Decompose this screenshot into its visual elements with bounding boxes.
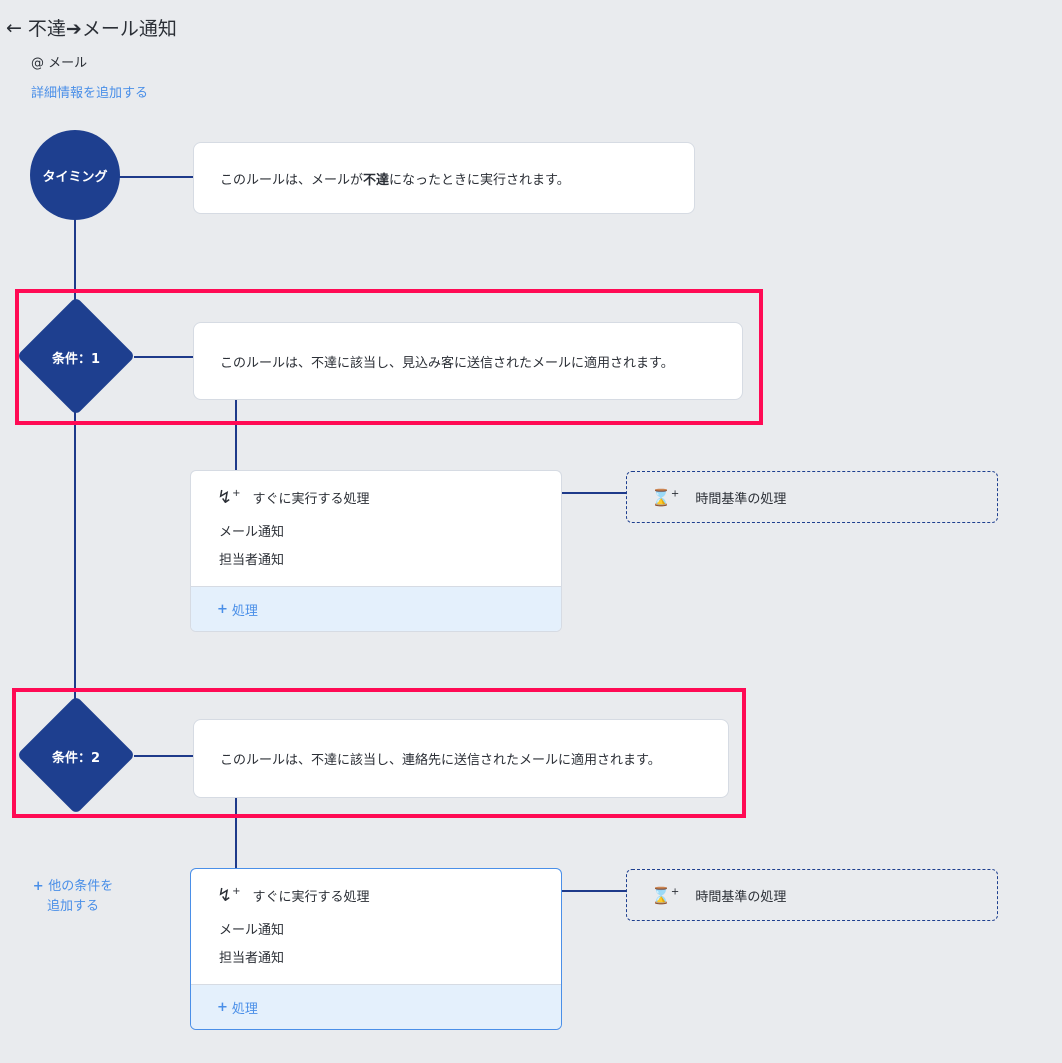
add-action-button[interactable]: +処理 — [191, 984, 561, 1029]
connector — [134, 356, 194, 358]
action-item[interactable]: メール通知 — [219, 923, 285, 938]
lightning-plus-icon: ↯+ — [217, 884, 241, 906]
connector — [134, 755, 194, 757]
card-title: すぐに実行する処理 — [252, 889, 370, 905]
back-arrow-icon[interactable]: ← — [6, 16, 22, 39]
add-condition-text: 他の条件を — [48, 879, 114, 894]
action-item[interactable]: 担当者通知 — [219, 951, 285, 966]
page-title-row: ← 不達➔メール通知 — [6, 14, 177, 41]
add-action-button[interactable]: +処理 — [191, 586, 561, 631]
hourglass-plus-icon: ⌛+ — [651, 885, 680, 905]
connector — [562, 890, 626, 892]
channel-label: @ メール — [31, 56, 88, 71]
add-action-label: 処理 — [231, 1001, 258, 1017]
condition-label: 条件：1 — [51, 352, 101, 367]
main-connector — [74, 215, 76, 705]
timing-text-bold: 不達 — [363, 172, 390, 188]
add-condition-text: 追加する — [46, 899, 99, 914]
highlight-box — [15, 289, 763, 425]
condition-description[interactable]: このルールは、不達に該当し、見込み客に送信されたメールに適用されます。 — [193, 322, 743, 400]
timing-description[interactable]: このルールは、メールが不達になったときに実行されます。 — [193, 142, 695, 214]
page-title: 不達➔メール通知 — [27, 18, 177, 40]
connector — [118, 176, 194, 178]
connector — [562, 492, 626, 494]
action-item[interactable]: 担当者通知 — [219, 553, 285, 568]
time-based-actions-button[interactable]: ⌛+ 時間基準の処理 — [626, 869, 998, 921]
time-based-label: 時間基準の処理 — [695, 491, 787, 507]
immediate-actions-card[interactable]: ↯+ すぐに実行する処理 メール通知 担当者通知 +処理 — [190, 470, 562, 632]
time-based-label: 時間基準の処理 — [695, 889, 787, 905]
timing-text: このルールは、メールが — [220, 172, 364, 188]
immediate-actions-card[interactable]: ↯+ すぐに実行する処理 メール通知 担当者通知 +処理 — [190, 868, 562, 1030]
add-action-label: 処理 — [231, 603, 258, 619]
condition-description[interactable]: このルールは、不達に該当し、連絡先に送信されたメールに適用されます。 — [193, 719, 729, 798]
highlight-box — [12, 688, 746, 818]
time-based-actions-button[interactable]: ⌛+ 時間基準の処理 — [626, 471, 998, 523]
condition-label: 条件：2 — [51, 751, 101, 766]
lightning-plus-icon: ↯+ — [217, 486, 241, 508]
connector — [235, 399, 237, 471]
connector — [235, 797, 237, 869]
action-item[interactable]: メール通知 — [219, 525, 285, 540]
add-details-link[interactable]: 詳細情報を追加する — [31, 86, 149, 101]
hourglass-plus-icon: ⌛+ — [651, 487, 680, 507]
timing-text: になったときに実行されます。 — [389, 172, 570, 188]
card-title: すぐに実行する処理 — [252, 491, 370, 507]
timing-node: タイミング — [30, 130, 120, 220]
add-condition-link[interactable]: + 他の条件を追加する — [32, 879, 114, 914]
